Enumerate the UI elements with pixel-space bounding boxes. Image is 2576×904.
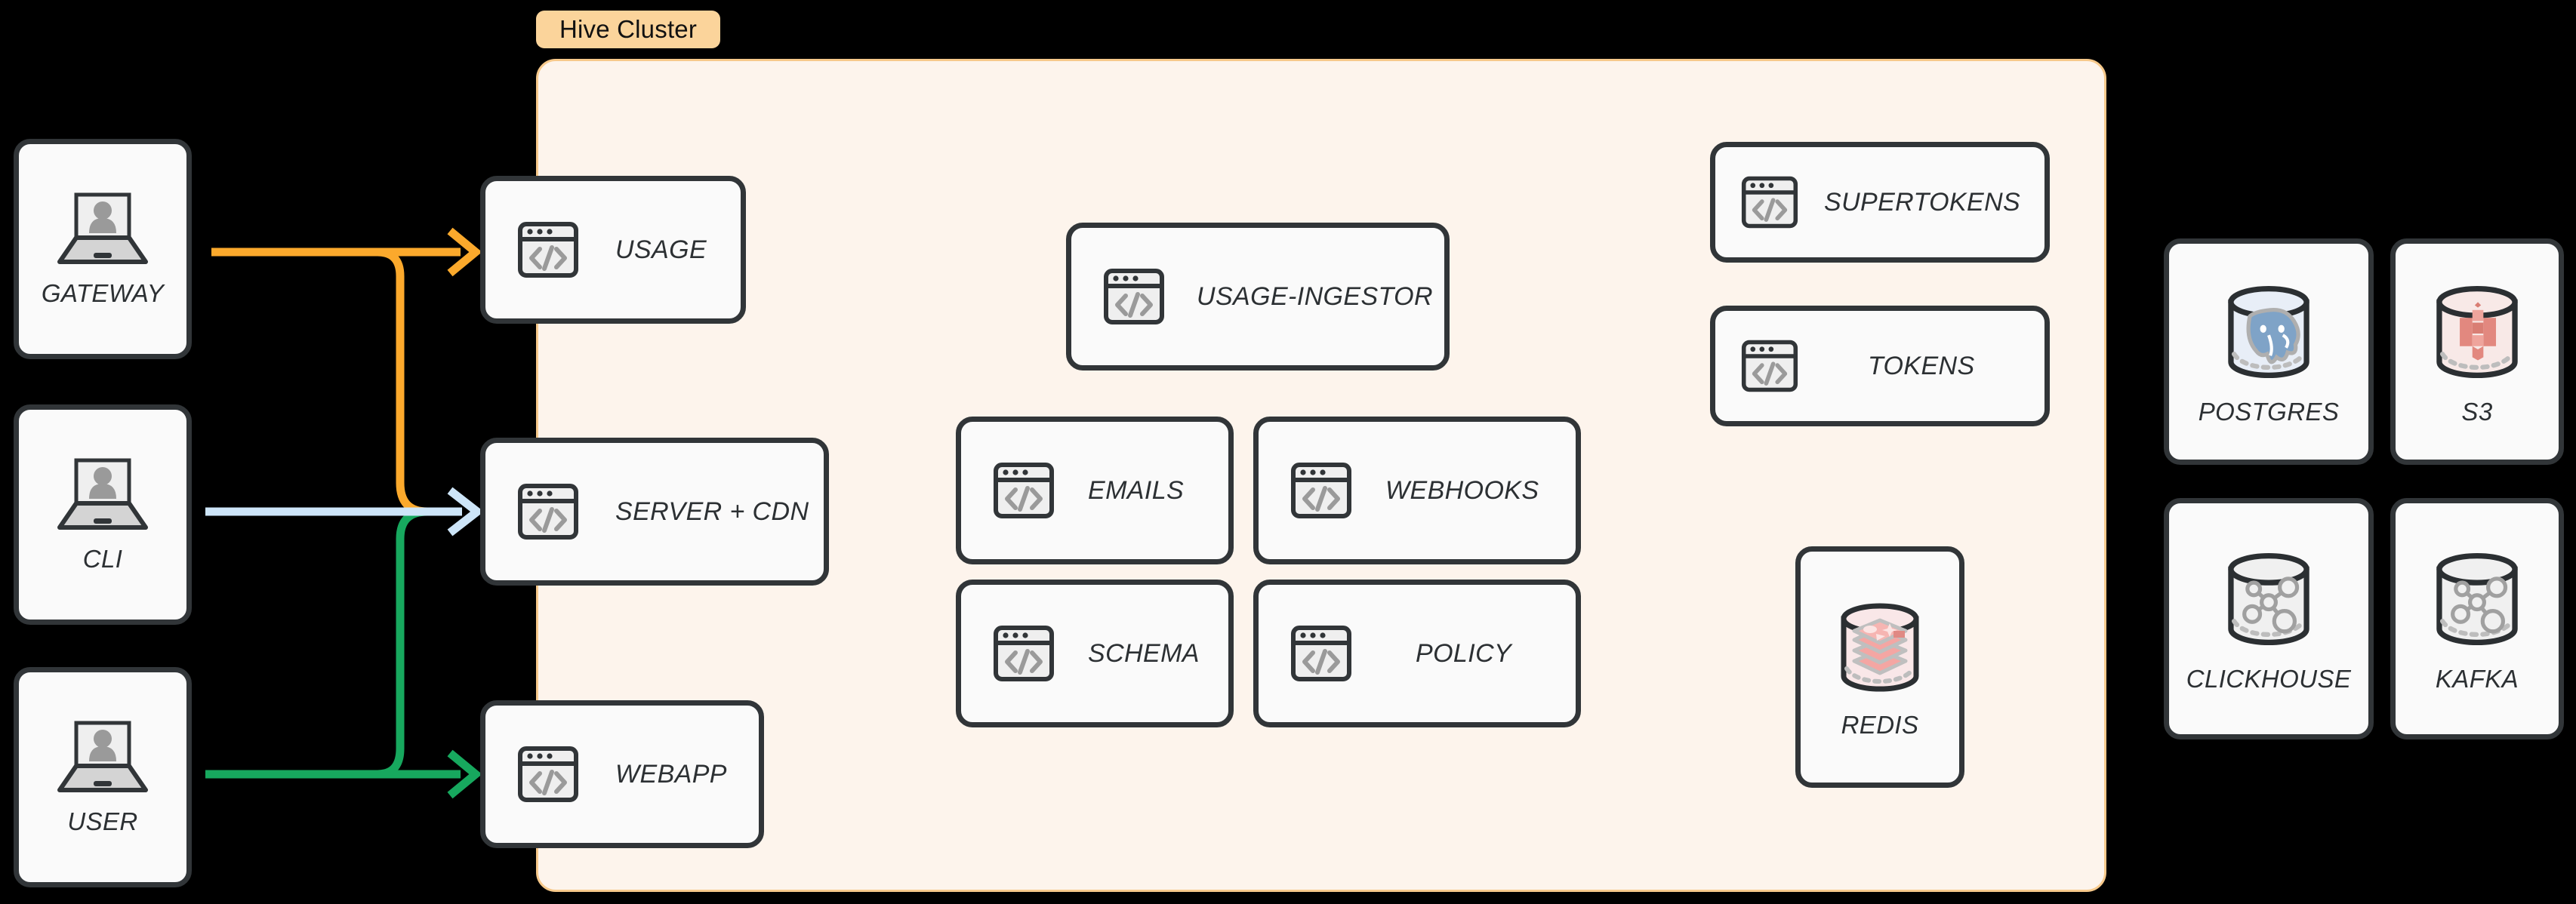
redis-database-icon [1841, 603, 1919, 692]
service-node-emails[interactable]: EMAILS [956, 417, 1234, 564]
service-node-webhooks[interactable]: WEBHOOKS [1253, 417, 1581, 564]
laptop-user-icon [57, 721, 148, 792]
service-node-label: WEBAPP [615, 759, 727, 789]
service-node-policy[interactable]: POLICY [1253, 580, 1581, 727]
store-node-label: KAFKA [2435, 665, 2519, 693]
connection-user [205, 507, 482, 799]
service-node-tokens[interactable]: TOKENS [1710, 306, 2050, 426]
service-node-usage-ingestor[interactable]: USAGE-INGESTOR [1066, 223, 1450, 371]
client-node-user[interactable]: USER [14, 667, 192, 887]
service-node-supertokens[interactable]: SUPERTOKENS [1710, 142, 2050, 263]
client-node-gateway[interactable]: GATEWAY [14, 139, 192, 359]
service-node-label: SERVER + CDN [615, 497, 809, 526]
store-node-kafka[interactable]: KAFKA [2390, 498, 2564, 739]
service-node-label: WEBHOOKS [1385, 475, 1539, 505]
service-node-label: TOKENS [1868, 351, 1975, 380]
service-node-label: USAGE [615, 235, 707, 264]
client-node-label: GATEWAY [41, 279, 165, 307]
code-window-icon [1741, 340, 1798, 392]
service-node-label: SCHEMA [1088, 638, 1200, 668]
postgres-database-icon [2228, 285, 2309, 378]
service-node-label: USAGE-INGESTOR [1197, 281, 1433, 311]
service-node-label: EMAILS [1088, 475, 1185, 505]
store-node-label: S3 [2461, 398, 2493, 426]
store-node-s3[interactable]: S3 [2390, 238, 2564, 465]
code-window-icon [518, 746, 578, 802]
code-window-icon [994, 463, 1054, 518]
store-node-redis[interactable]: REDIS [1795, 546, 1964, 788]
generic-database-icon [2228, 552, 2309, 645]
code-window-icon [1741, 176, 1798, 229]
laptop-user-icon [57, 192, 148, 264]
service-node-webapp[interactable]: WEBAPP [480, 700, 764, 848]
client-node-label: CLI [82, 545, 123, 573]
connection-cli [205, 487, 484, 537]
service-node-schema[interactable]: SCHEMA [956, 580, 1234, 727]
hive-cluster-badge: Hive Cluster [536, 11, 720, 48]
s3-database-icon [2436, 285, 2518, 378]
generic-database-icon [2436, 552, 2518, 645]
store-node-label: REDIS [1841, 711, 1919, 739]
service-node-label: SUPERTOKENS [1824, 187, 2021, 217]
code-window-icon [518, 222, 578, 278]
store-node-postgres[interactable]: POSTGRES [2164, 238, 2374, 465]
store-node-label: POSTGRES [2198, 398, 2340, 426]
code-window-icon [1291, 626, 1351, 681]
store-node-clickhouse[interactable]: CLICKHOUSE [2164, 498, 2374, 739]
client-node-cli[interactable]: CLI [14, 404, 192, 625]
service-node-label: POLICY [1416, 638, 1512, 668]
client-node-label: USER [67, 807, 138, 835]
service-node-server-cdn[interactable]: SERVER + CDN [480, 438, 829, 586]
service-node-usage[interactable]: USAGE [480, 176, 746, 324]
store-node-label: CLICKHOUSE [2186, 665, 2352, 693]
hive-cluster-badge-label: Hive Cluster [559, 15, 698, 43]
connection-gateway [211, 227, 482, 516]
code-window-icon [994, 626, 1054, 681]
laptop-user-icon [57, 458, 148, 530]
code-window-icon [1104, 269, 1164, 324]
code-window-icon [518, 484, 578, 540]
code-window-icon [1291, 463, 1351, 518]
